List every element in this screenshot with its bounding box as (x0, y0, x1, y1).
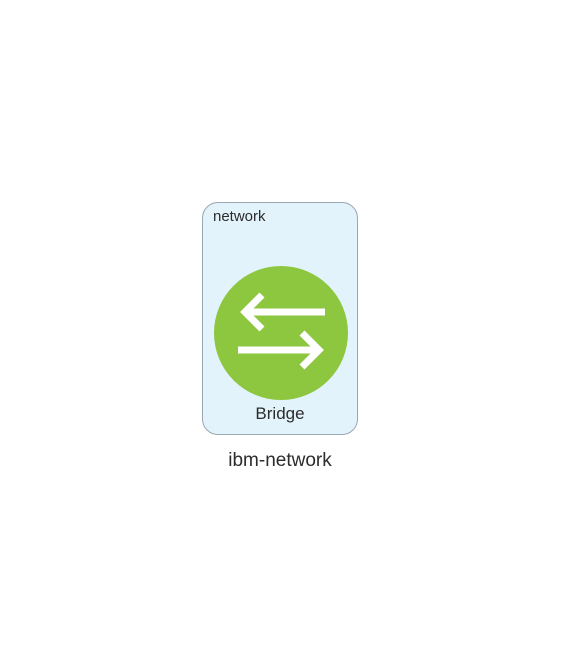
left-arrow-head (240, 292, 265, 332)
bridge-label: Bridge (255, 404, 305, 423)
bridge-icon (214, 266, 348, 400)
bridge-icon-circle (214, 266, 348, 400)
right-arrow-head (299, 330, 324, 370)
node-type-label: network (213, 208, 266, 225)
network-node[interactable]: network Bridge (202, 202, 358, 435)
network-name-label: ibm-network (228, 450, 332, 471)
